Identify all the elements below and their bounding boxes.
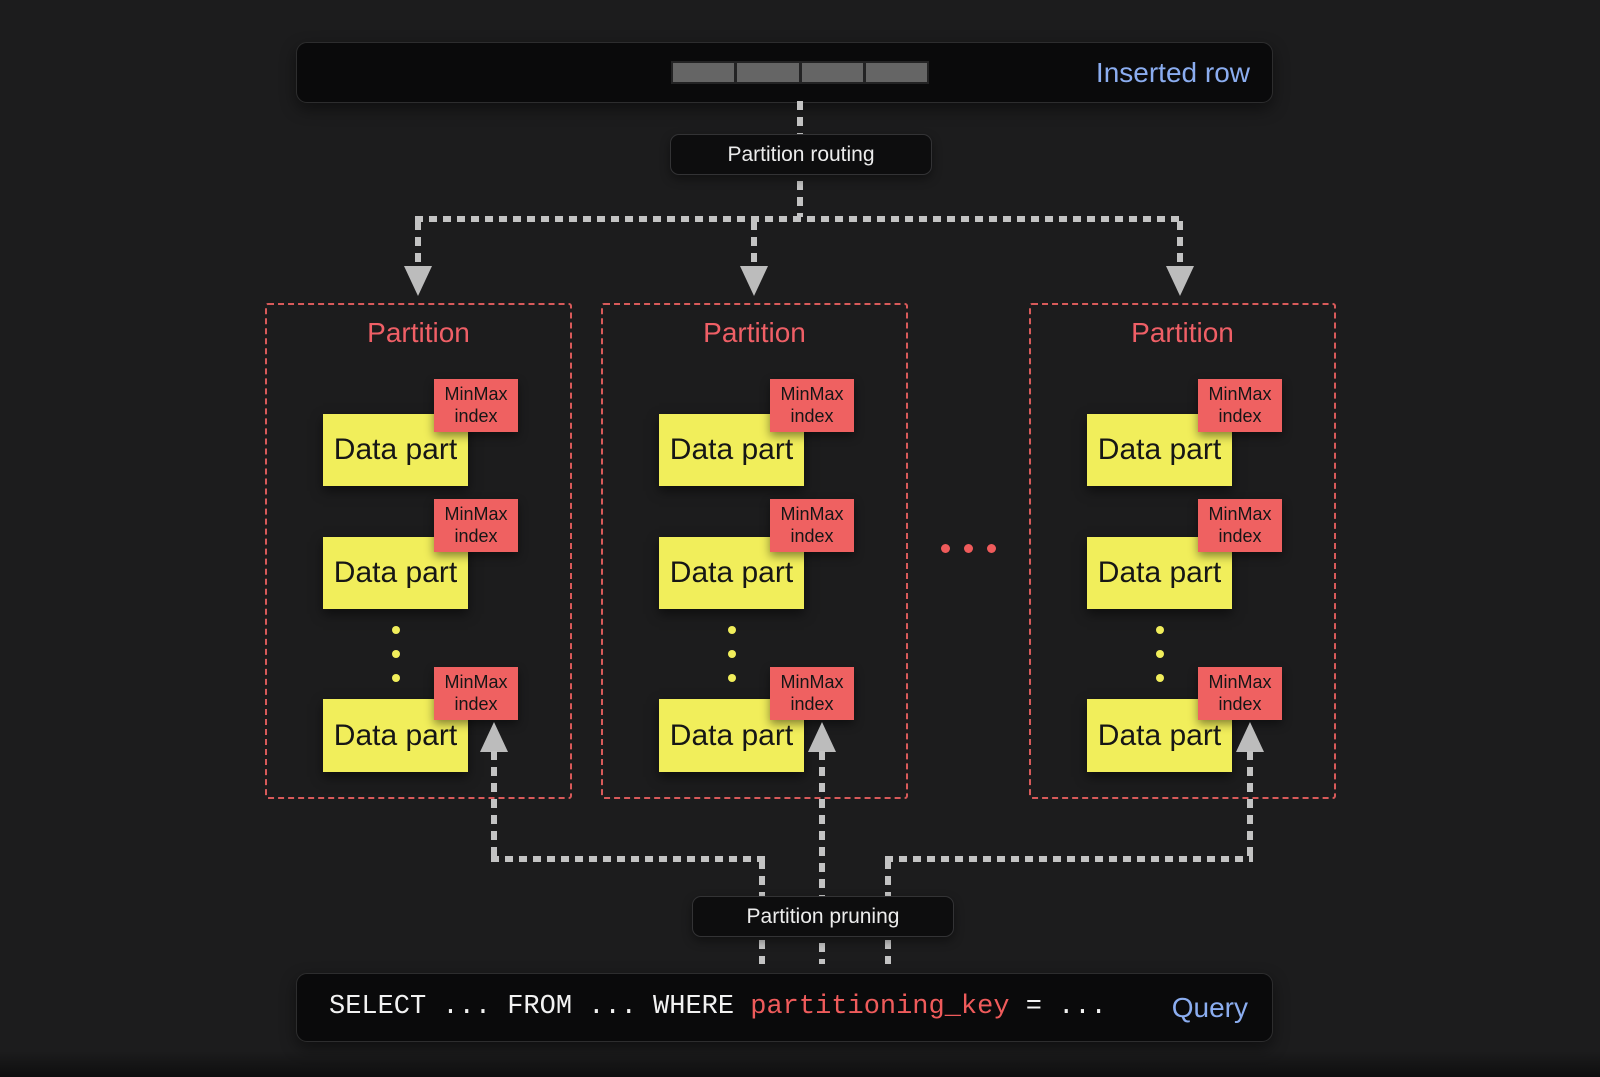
- minmax-label-line2: index: [454, 693, 498, 714]
- data-part-label: Data part: [1097, 718, 1222, 752]
- partition-routing-label: Partition routing: [670, 134, 932, 175]
- more-parts-dots: [659, 626, 804, 682]
- minmax-label-line2: index: [790, 693, 834, 714]
- arrow-up-icon: [808, 722, 836, 752]
- minmax-index-tag: MinMax index: [770, 667, 854, 720]
- minmax-label-line2: index: [454, 525, 498, 546]
- dot: [727, 650, 736, 658]
- data-part-label: Data part: [669, 718, 794, 752]
- partition-routing-text: Partition routing: [727, 142, 875, 166]
- minmax-label-line2: index: [1218, 693, 1262, 714]
- minmax-label-line1: MinMax: [780, 504, 844, 525]
- minmax-label-line1: MinMax: [444, 504, 508, 525]
- minmax-label-line1: MinMax: [1208, 672, 1272, 693]
- routing-drop-line-1: [415, 221, 421, 268]
- dot: [727, 626, 736, 634]
- inserted-row-box: Inserted row: [296, 42, 1273, 103]
- sql-before-key: SELECT ... FROM ... WHERE: [329, 992, 751, 1022]
- dot: [391, 674, 400, 682]
- dot: [987, 544, 996, 553]
- sql-after-key: = ...: [1009, 992, 1107, 1022]
- pruning-connector-left: [491, 856, 765, 862]
- minmax-label-line1: MinMax: [780, 672, 844, 693]
- partition-box-1: Partition MinMax index Data part MinMax …: [265, 303, 572, 799]
- inserted-row-bar: [671, 61, 929, 84]
- dot: [1155, 650, 1164, 658]
- minmax-index-tag: MinMax index: [1198, 379, 1282, 432]
- arrow-down-icon: [740, 266, 768, 296]
- partition-box-2: Partition MinMax index Data part MinMax …: [601, 303, 908, 799]
- query-box: SELECT ... FROM ... WHERE partitioning_k…: [296, 973, 1273, 1042]
- query-label: Query: [1171, 992, 1248, 1023]
- bottom-fade: [0, 1051, 1600, 1077]
- partition-pruning-text: Partition pruning: [746, 904, 900, 928]
- routing-fanout-line: [415, 216, 1183, 222]
- minmax-label-line2: index: [790, 525, 834, 546]
- partition-pruning-label: Partition pruning: [692, 896, 954, 937]
- minmax-label-line2: index: [454, 405, 498, 426]
- data-part-label: Data part: [1097, 556, 1222, 589]
- query-sql: SELECT ... FROM ... WHERE partitioning_k…: [329, 974, 1107, 1041]
- data-part-box: Data part: [1087, 414, 1232, 486]
- data-part-label: Data part: [333, 433, 458, 466]
- minmax-label-line1: MinMax: [444, 384, 508, 405]
- pruning-rise-line-3: [1247, 751, 1253, 858]
- pruning-rise-line-2: [819, 751, 825, 964]
- row-segment: [673, 63, 735, 82]
- dot: [964, 544, 973, 553]
- row-segment: [865, 63, 927, 82]
- routing-drop-line-2: [751, 221, 757, 268]
- minmax-index-tag: MinMax index: [434, 667, 518, 720]
- dot: [941, 544, 950, 553]
- partition-title: Partition: [1131, 317, 1234, 348]
- minmax-label-line2: index: [1218, 525, 1262, 546]
- partition-title: Partition: [367, 317, 470, 348]
- dot: [727, 674, 736, 682]
- minmax-label-line1: MinMax: [1208, 384, 1272, 405]
- data-part-label: Data part: [1097, 433, 1222, 466]
- row-segment: [801, 63, 863, 82]
- dot: [1155, 674, 1164, 682]
- minmax-label-line1: MinMax: [1208, 504, 1272, 525]
- minmax-index-tag: MinMax index: [434, 499, 518, 552]
- partition-title: Partition: [703, 317, 806, 348]
- pruning-rise-line-1: [491, 751, 497, 858]
- sql-partitioning-key: partitioning_key: [750, 992, 1010, 1022]
- minmax-label-line1: MinMax: [444, 672, 508, 693]
- minmax-label-line1: MinMax: [780, 384, 844, 405]
- more-parts-dots: [323, 626, 468, 682]
- inserted-row-label: Inserted row: [1095, 57, 1250, 88]
- more-partitions-dots: [908, 544, 1029, 553]
- more-parts-dots: [1087, 626, 1232, 682]
- pruning-connector-right: [885, 856, 1253, 862]
- dot: [1155, 626, 1164, 634]
- minmax-index-tag: MinMax index: [1198, 499, 1282, 552]
- dot: [391, 626, 400, 634]
- minmax-index-tag: MinMax index: [1198, 667, 1282, 720]
- routing-drop-line-3: [1177, 221, 1183, 268]
- minmax-index-tag: MinMax index: [770, 499, 854, 552]
- dot: [391, 650, 400, 658]
- data-part-label: Data part: [333, 718, 458, 752]
- minmax-index-tag: MinMax index: [770, 379, 854, 432]
- data-part-label: Data part: [669, 433, 794, 466]
- minmax-label-line2: index: [1218, 405, 1262, 426]
- row-segment: [737, 63, 799, 82]
- partition-box-3: Partition MinMax index Data part MinMax …: [1029, 303, 1336, 799]
- minmax-index-tag: MinMax index: [434, 379, 518, 432]
- arrow-up-icon: [480, 722, 508, 752]
- data-part-label: Data part: [669, 556, 794, 589]
- data-part-label: Data part: [333, 556, 458, 589]
- arrow-up-icon: [1236, 722, 1264, 752]
- arrow-down-icon: [404, 266, 432, 296]
- minmax-label-line2: index: [790, 405, 834, 426]
- arrow-down-icon: [1166, 266, 1194, 296]
